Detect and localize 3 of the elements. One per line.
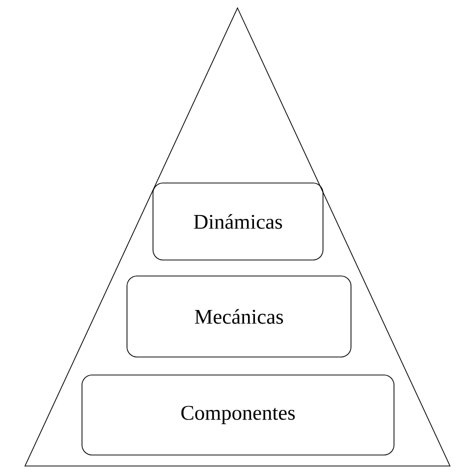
rounded-box: Componentes: [82, 374, 394, 456]
rounded-box: Dinámicas: [152, 182, 324, 260]
rounded-box: Mecánicas: [126, 276, 352, 358]
